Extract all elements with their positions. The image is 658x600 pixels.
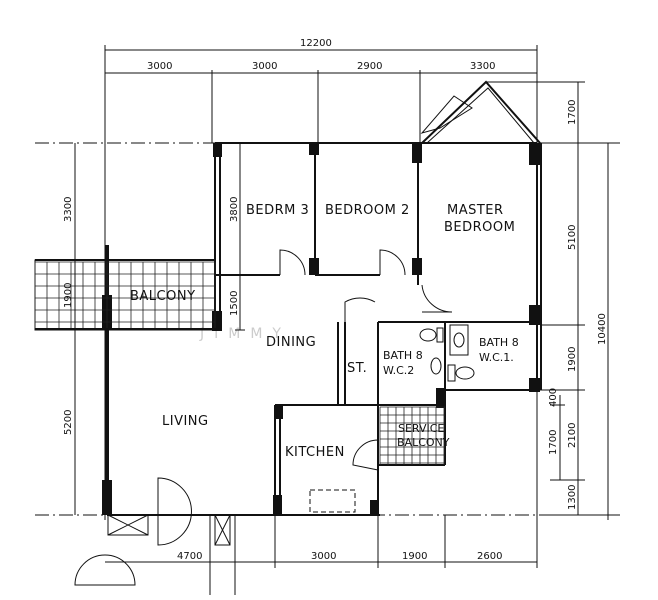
label-bath-2-b: W.C.2 bbox=[383, 364, 414, 377]
label-balcony: BALCONY bbox=[130, 289, 196, 304]
dim-top-3: 2900 bbox=[357, 61, 382, 72]
dim-right-2: 5100 bbox=[567, 225, 578, 250]
label-bath-1-a: BATH 8 bbox=[479, 336, 519, 349]
label-store: ST. bbox=[347, 361, 367, 376]
dim-top-1: 3000 bbox=[147, 61, 172, 72]
dim-right-total: 10400 bbox=[597, 313, 608, 345]
dim-right-5: 2100 bbox=[567, 423, 578, 448]
service-balcony-tiles bbox=[379, 406, 445, 465]
dim-left-3: 5200 bbox=[63, 410, 74, 435]
bottom-dimensions: 4700 3000 1900 2600 bbox=[105, 390, 538, 568]
label-bath-2-a: BATH 8 bbox=[383, 349, 423, 362]
dim-right-1: 1700 bbox=[567, 100, 578, 125]
doors bbox=[74, 249, 453, 595]
label-bedroom-2: BEDROOM 2 bbox=[325, 203, 410, 218]
dim-right-7: 1300 bbox=[567, 485, 578, 510]
dim-left-2: 1900 bbox=[63, 283, 74, 308]
room-labels: BEDRM 3 BEDROOM 2 MASTER BEDROOM BALCONY… bbox=[130, 203, 519, 460]
label-service-balcony-a: SERVICE bbox=[398, 422, 444, 435]
dim-top-4: 3300 bbox=[470, 61, 495, 72]
dim-right-6: 1700 bbox=[548, 430, 559, 455]
dim-top-total: 12200 bbox=[300, 38, 332, 49]
dim-bottom-1: 4700 bbox=[177, 551, 202, 562]
right-dimensions: 1700 5100 1900 400 2100 1700 1300 10400 bbox=[540, 82, 612, 520]
dim-bottom-4: 2600 bbox=[477, 551, 502, 562]
dim-bottom-3: 1900 bbox=[402, 551, 427, 562]
dim-inner-2: 1500 bbox=[229, 291, 240, 316]
label-master-bedroom-2: BEDROOM bbox=[444, 220, 515, 235]
label-master-bedroom-1: MASTER bbox=[447, 203, 504, 218]
dim-bottom-2: 3000 bbox=[311, 551, 336, 562]
dim-right-3: 1900 bbox=[567, 347, 578, 372]
label-service-balcony-b: BALCONY bbox=[397, 436, 450, 449]
bay-window bbox=[420, 80, 585, 144]
label-kitchen: KITCHEN bbox=[285, 445, 345, 460]
label-dining: DINING bbox=[266, 335, 316, 350]
dim-left-1: 3300 bbox=[63, 197, 74, 222]
balcony-tiles bbox=[34, 259, 216, 331]
sanitary-fixtures bbox=[419, 324, 475, 382]
label-living: LIVING bbox=[162, 414, 209, 429]
dim-top-2: 3000 bbox=[252, 61, 277, 72]
label-bath-1-b: W.C.1. bbox=[479, 351, 514, 364]
dim-inner-1: 3800 bbox=[229, 197, 240, 222]
dim-right-4: 400 bbox=[548, 388, 559, 407]
left-dimensions: 3300 1900 5200 3800 1500 bbox=[63, 143, 245, 515]
label-bedroom-3: BEDRM 3 bbox=[246, 203, 309, 218]
